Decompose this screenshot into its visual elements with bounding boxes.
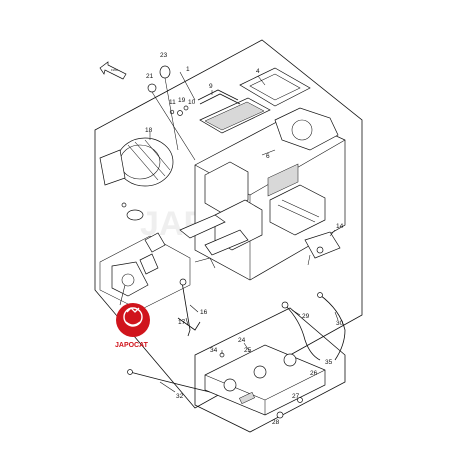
callout-4: 4 [256,68,260,75]
cover-plate [239,67,311,107]
callout-19: 19 [178,97,186,104]
pipe [197,89,241,105]
heater-core [199,97,271,134]
grommet [147,65,196,161]
callout-24: 24 [238,337,246,344]
callout-18: 18 [145,127,153,134]
actuator-links [111,232,166,306]
callout-25: 25 [244,347,252,354]
callout-32: 32 [176,393,184,400]
callout-10: 10 [188,99,196,106]
callout-34: 34 [210,347,218,354]
japocat-logo [116,303,150,337]
callout-28: 28 [272,419,280,426]
left-subframe [99,235,191,311]
callout-35: 35 [325,359,333,366]
callout-11: 11 [169,99,176,106]
callout-30: 30 [336,320,344,327]
callout-27: 27 [292,393,300,400]
heater-control-panel [204,344,326,419]
japocat-logo-text: JAPOCAT [115,342,149,349]
resistor [121,202,144,221]
svg-text:FWD: FWD [111,68,119,72]
callout-17: 17 [178,319,186,326]
control-panel-frame [194,307,346,433]
callout-9: 9 [209,83,213,90]
callout-16: 16 [200,309,208,316]
bracket-14 [304,231,341,266]
callout-21: 21 [146,73,154,80]
leader-lines [149,71,339,393]
front-arrow-icon: FWD [99,61,127,80]
small-fasteners [169,105,189,116]
callout-26: 26 [310,370,318,377]
control-cables [127,292,346,393]
callout-14: 14 [336,223,344,230]
link-bracket [179,214,249,269]
main-assembly-frame [94,39,363,409]
callout-29: 29 [302,313,310,320]
callout-1: 1 [186,66,190,73]
callout-23: 23 [160,52,168,59]
callout-6: 6 [266,153,270,160]
lever-17 [177,278,201,337]
blower-motor [99,137,174,187]
